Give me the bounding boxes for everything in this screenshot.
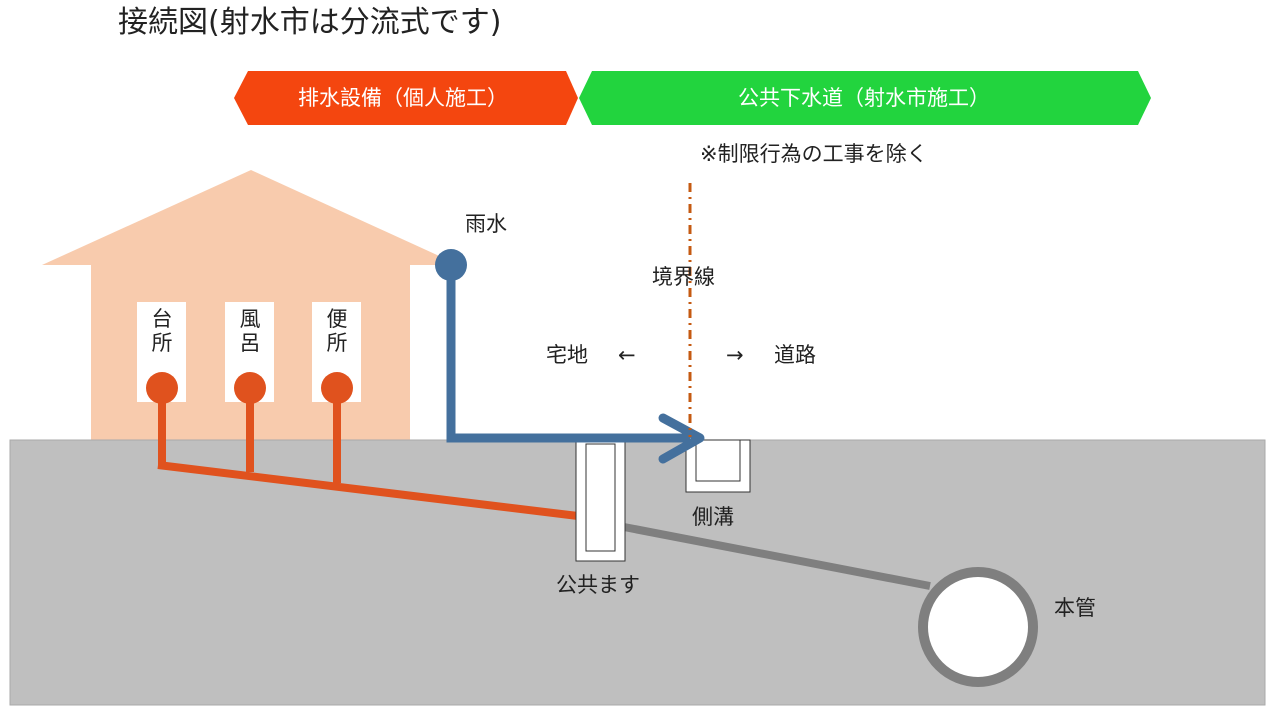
- bath-drain-point: [234, 372, 266, 404]
- toilet-label-2: 所: [327, 331, 348, 355]
- restriction-note: ※制限行為の工事を除く: [700, 142, 928, 166]
- boundary-label: 境界線: [652, 265, 715, 289]
- house-roof: [42, 170, 459, 265]
- sewage-main-drain: [157, 461, 579, 520]
- rainwater-inlet: [435, 249, 467, 281]
- residential-label: 宅地: [546, 343, 588, 367]
- public-work-banner-label: 公共下水道（射水市施工）: [738, 86, 990, 110]
- kitchen-label-2: 所: [152, 331, 173, 355]
- toilet-label-1: 便: [327, 307, 348, 331]
- side-ditch-label: 側溝: [692, 505, 734, 529]
- road-label: 道路: [774, 343, 816, 367]
- private-work-banner: [234, 71, 578, 125]
- ground: [9, 439, 1266, 706]
- main-pipe: [918, 567, 1038, 687]
- main-pipe-label: 本管: [1054, 596, 1096, 620]
- sewage-pipes: [146, 372, 579, 520]
- public-basin-label: 公共ます: [556, 573, 640, 597]
- arrow-right-glyph: →: [726, 343, 744, 367]
- bath-label-1: 風: [240, 307, 261, 331]
- rainwater-pipe-line: [446, 265, 690, 443]
- public-basin-inner: [585, 443, 616, 552]
- side-ditch-inner: [695, 439, 741, 482]
- public-work-banner: [579, 71, 1151, 125]
- toilet-drain-point: [321, 372, 353, 404]
- arrow-left-glyph: ←: [618, 343, 636, 367]
- main-pipe-connection: [623, 523, 931, 590]
- kitchen-label-1: 台: [152, 307, 173, 331]
- rainwater-arrowhead: [658, 413, 705, 464]
- rainwater-pipe: [435, 249, 705, 464]
- private-work-banner-label: 排水設備（個人施工）: [298, 86, 508, 110]
- kitchen-drain-point: [146, 372, 178, 404]
- rainwater-label: 雨水: [465, 212, 507, 236]
- page-title: 接続図(射水市は分流式です): [118, 5, 501, 40]
- bath-label-2: 呂: [240, 331, 261, 355]
